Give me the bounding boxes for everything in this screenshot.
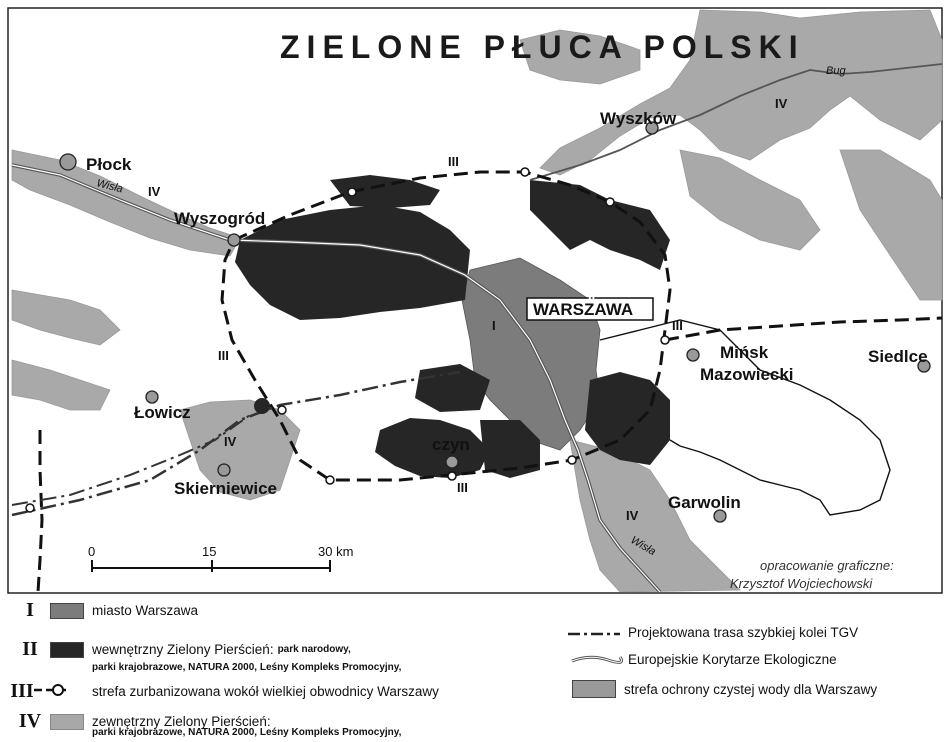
- zone-iii-ring-road: [220, 170, 672, 482]
- label-garwolin: Garwolin: [668, 493, 741, 512]
- zone-ii-lowicz-patch: [254, 398, 270, 414]
- label-minsk-2: Mazowiecki: [700, 365, 794, 384]
- credit-line-2: Krzysztof Wojciechowski: [730, 576, 873, 591]
- river-wisla-highlight: [11, 164, 661, 593]
- legend-sub-iv: parki krajobrazowe, NATURA 2000, Leśny K…: [92, 727, 402, 738]
- legend-swatch-ii: [50, 641, 84, 658]
- scale-tick-30: 30 km: [318, 544, 353, 559]
- legend-row-iv: IV zewnętrzny Zielony Pierścień:: [10, 710, 271, 733]
- legend-label-i: miasto Warszawa: [92, 603, 199, 618]
- zone-label-iii-south: III: [457, 480, 468, 495]
- legend-sub-ii: parki krajobrazowe, NATURA 2000, Leśny K…: [92, 662, 402, 673]
- river-bug: [529, 63, 943, 181]
- zone-ii-areas: [235, 175, 670, 478]
- zone-iii-east-road: [664, 316, 943, 342]
- label-lowicz: Łowicz: [134, 403, 191, 422]
- legend-num-ii: II: [22, 638, 38, 660]
- legend-row-iii: III strefa zurbanizowana wokół wielkiej …: [10, 680, 439, 703]
- warszawa-label-box: [526, 297, 654, 321]
- city-markers: [59, 121, 931, 523]
- zone-label-iii-north: III: [448, 154, 459, 169]
- zone-iii-west-road: [36, 430, 44, 593]
- legend-row-corridor: Europejskie Korytarze Ekologiczne: [628, 652, 837, 667]
- scale-tick-0: 0: [88, 544, 95, 559]
- zone-label-iv-bug: IV: [775, 96, 788, 111]
- scale-bar: [91, 560, 331, 572]
- legend-corridor-symbol: [571, 655, 623, 664]
- legend-label-water: strefa ochrony czystej wody dla Warszawy: [624, 681, 878, 697]
- legend-row-i: I miasto Warszawa: [10, 599, 198, 622]
- legend-label-corridor: Europejskie Korytarze Ekologiczne: [628, 652, 837, 667]
- scale-tick-15: 15: [202, 544, 216, 559]
- legend-swatch-water: [572, 680, 616, 698]
- zone-label-iv-plock: IV: [148, 184, 161, 199]
- zone-label-iv-skierniewice: IV: [224, 434, 237, 449]
- label-siedlce: Siedlce: [868, 347, 928, 366]
- label-plock: Płock: [86, 155, 132, 174]
- legend-num-i: I: [26, 599, 34, 621]
- tgv-railway-2: [11, 414, 251, 506]
- legend-label-iv: zewnętrzny Zielony Pierścień:: [92, 714, 271, 729]
- legend-swatch-iv: [50, 713, 84, 730]
- label-warszawa: WARSZAWA: [533, 300, 633, 319]
- region-boundary: [599, 319, 891, 516]
- map-title: ZIELONE PŁUCA POLSKI: [280, 29, 805, 65]
- legend-row-water: strefa ochrony czystej wody dla Warszawy: [572, 680, 877, 698]
- zone-label-iii-east: III: [672, 318, 683, 333]
- zone-label-i: I: [492, 318, 496, 333]
- legend-label-iii: strefa zurbanizowana wokół wielkiej obwo…: [92, 684, 439, 699]
- label-wyszogrod: Wyszogród: [174, 209, 265, 228]
- legend-label-ii-extra: park narodowy,: [277, 644, 351, 655]
- label-wyszkow: Wyszków: [600, 109, 677, 128]
- legend-row-tgv: Projektowana trasa szybkiej kolei TGV: [628, 625, 858, 640]
- legend-label-tgv: Projektowana trasa szybkiej kolei TGV: [628, 625, 859, 640]
- tgv-railway: [11, 370, 461, 517]
- zone-label-iii-west: III: [218, 348, 229, 363]
- ring-road-nodes: [25, 167, 670, 513]
- legend-zone-iii-symbol: [34, 684, 68, 696]
- zone-label-iv-garwolin: IV: [626, 508, 639, 523]
- label-river-bug: Bug: [826, 65, 846, 77]
- legend-swatch-i: [50, 602, 84, 619]
- legend-label-ii: wewnętrzny Zielony Pierścień:: [92, 642, 274, 657]
- label-minsk-1: Mińsk: [720, 343, 769, 362]
- legend-row-ii: II wewnętrzny Zielony Pierścień: park na…: [10, 638, 351, 661]
- legend-num-iii: III: [10, 680, 34, 702]
- label-grodzisk: czyn: [432, 435, 470, 454]
- label-skierniewice: Skierniewice: [174, 479, 277, 498]
- credit-line-1: opracowanie graficzne:: [760, 558, 894, 573]
- legend-num-iv: IV: [18, 710, 42, 732]
- zone-label-ii: II: [588, 288, 595, 303]
